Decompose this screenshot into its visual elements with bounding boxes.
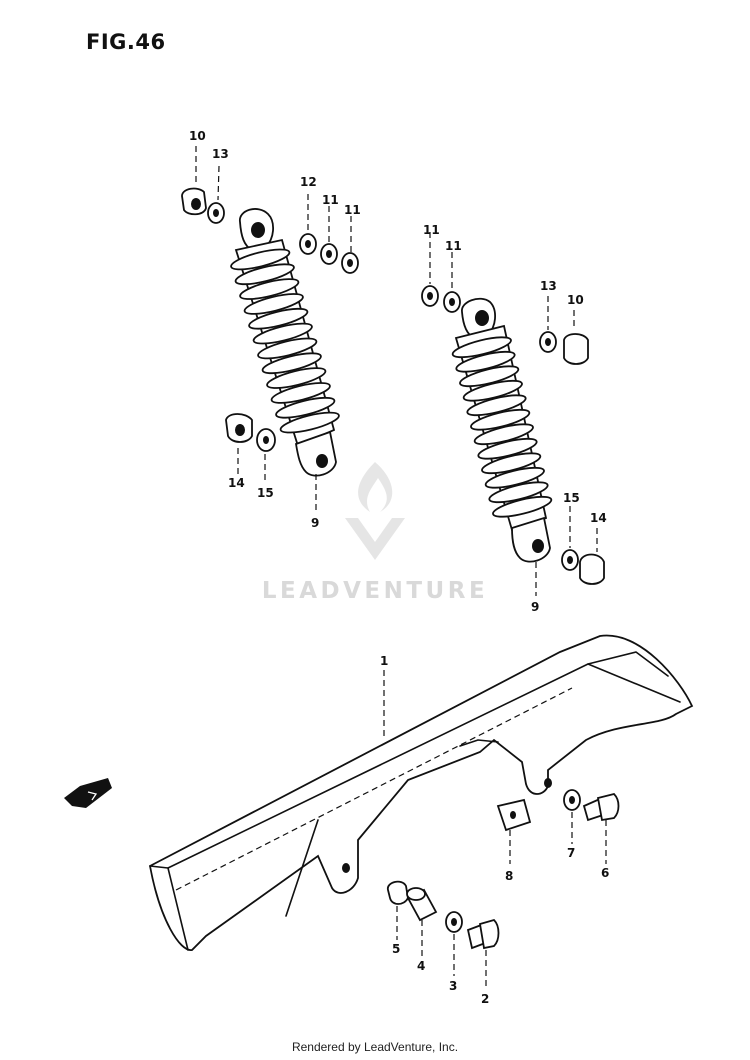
callout-3: 3	[449, 979, 457, 993]
footer-credit: Rendered by LeadVenture, Inc.	[291, 1040, 459, 1054]
washer-11a-left[interactable]	[320, 243, 338, 265]
washer-13-left[interactable]	[207, 202, 225, 224]
washer-12-left[interactable]	[299, 233, 317, 255]
chain-case-1[interactable]	[148, 634, 694, 951]
callout-9-right: 9	[531, 600, 539, 614]
cushion-5[interactable]	[387, 880, 409, 905]
spring-coil	[470, 408, 531, 431]
bolt-6[interactable]	[582, 793, 620, 822]
front-arrow-icon	[64, 778, 112, 808]
cap-nut-10-right[interactable]	[563, 333, 589, 365]
callout-14-left: 14	[228, 476, 245, 490]
callout-9-left: 9	[311, 516, 319, 530]
spring-coil	[266, 367, 327, 389]
bolt-2[interactable]	[466, 918, 500, 950]
watermark-logo	[345, 462, 405, 560]
spring-coil	[257, 337, 318, 360]
spring-coil	[466, 394, 527, 417]
spring-coils-left	[230, 248, 340, 434]
spring-coil	[239, 278, 300, 300]
rear-shock-absorber-left[interactable]	[229, 208, 340, 477]
callouts-left-shock: 10 13 12 11 11 14 15 9	[189, 129, 361, 530]
spring-coils-right	[451, 336, 553, 518]
callout-2: 2	[481, 992, 489, 1006]
cap-nut-10-left[interactable]	[181, 187, 207, 216]
callout-13-right: 13	[540, 279, 557, 293]
callout-5: 5	[392, 942, 400, 956]
washer-13-right[interactable]	[539, 331, 557, 353]
spring-coil	[477, 437, 538, 460]
spring-coil	[243, 293, 304, 315]
spring-coil	[492, 495, 553, 518]
collar-4[interactable]	[406, 887, 438, 922]
spring-coil	[275, 396, 336, 419]
washer-11a-right[interactable]	[421, 285, 439, 307]
callout-15-right: 15	[563, 491, 580, 505]
cap-nut-14-right[interactable]	[579, 553, 605, 585]
callout-13-left: 13	[212, 147, 229, 161]
spring-coil	[261, 352, 322, 375]
callout-15-left: 15	[257, 486, 274, 500]
spring-coil	[488, 481, 549, 504]
callout-7: 7	[567, 846, 575, 860]
rear-shock-absorber-right[interactable]	[451, 297, 553, 563]
callout-11a-right: 11	[423, 223, 440, 237]
callout-1: 1	[380, 654, 388, 668]
callout-11b-right: 11	[445, 239, 462, 253]
callout-10-left: 10	[189, 129, 206, 143]
spring-coil	[252, 322, 313, 345]
washer-7[interactable]	[563, 789, 581, 811]
spring-coil	[230, 248, 291, 271]
spring-coil	[481, 452, 542, 475]
spring-coil	[451, 336, 512, 359]
washer-3[interactable]	[445, 911, 463, 933]
callout-8: 8	[505, 869, 513, 883]
spring-coil	[473, 423, 534, 446]
watermark-text: LEADVENTURE	[261, 578, 489, 604]
callouts-right-shock: 11 11 13 10 15 14 9	[423, 223, 607, 614]
spring-coil	[455, 350, 516, 373]
spring-coil	[462, 379, 523, 402]
spring-coil	[248, 307, 309, 330]
callout-12-left: 12	[300, 175, 317, 189]
washer-15-right[interactable]	[561, 549, 579, 571]
spring-coil	[234, 263, 295, 286]
washer-11b-right[interactable]	[443, 291, 461, 313]
callout-11b-left: 11	[344, 203, 361, 217]
leader-lines	[195, 146, 607, 990]
callout-6: 6	[601, 866, 609, 880]
figure-title: FIG.46	[86, 30, 166, 54]
callout-11a-left: 11	[322, 193, 339, 207]
washer-11b-left[interactable]	[341, 252, 359, 274]
spring-coil	[279, 411, 340, 434]
spring-coil	[459, 365, 520, 388]
callout-10-right: 10	[567, 293, 584, 307]
cap-nut-14-left[interactable]	[225, 413, 253, 443]
callout-14-right: 14	[590, 511, 607, 525]
washer-15-left[interactable]	[256, 428, 276, 452]
spring-coil	[484, 466, 545, 489]
spring-coil	[270, 382, 331, 404]
plate-nut-8[interactable]	[496, 798, 532, 832]
callout-4: 4	[417, 959, 425, 973]
callouts-chain-case: 1 8 7 6 5 4 3 2	[380, 654, 609, 1006]
